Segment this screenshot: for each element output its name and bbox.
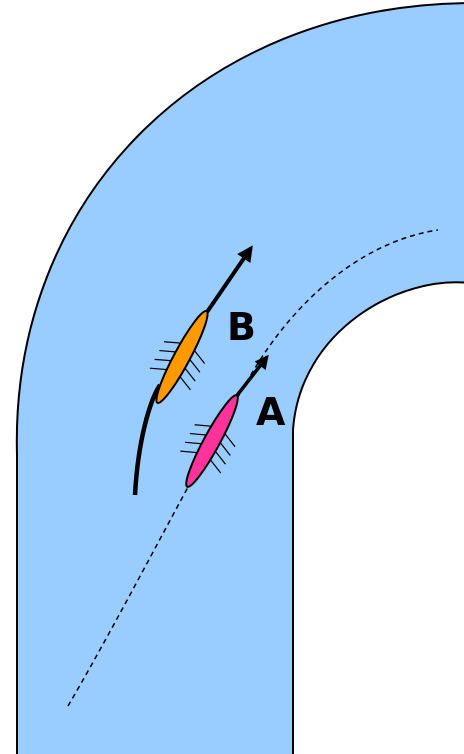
rowing-boat-icon: [149, 310, 209, 404]
label-a: A: [256, 390, 286, 434]
direction-arrow-icon: [203, 245, 253, 317]
direction-arrow-icon: [233, 354, 269, 400]
river-channel: [16, 3, 464, 754]
river-bank-outer: [15, 2, 464, 754]
boat-b-path: [132, 383, 162, 496]
rowing-boat-icon: [180, 394, 239, 488]
label-b: B: [227, 305, 256, 349]
racing-line: [67, 229, 439, 707]
river-bank-inner: [292, 281, 464, 754]
